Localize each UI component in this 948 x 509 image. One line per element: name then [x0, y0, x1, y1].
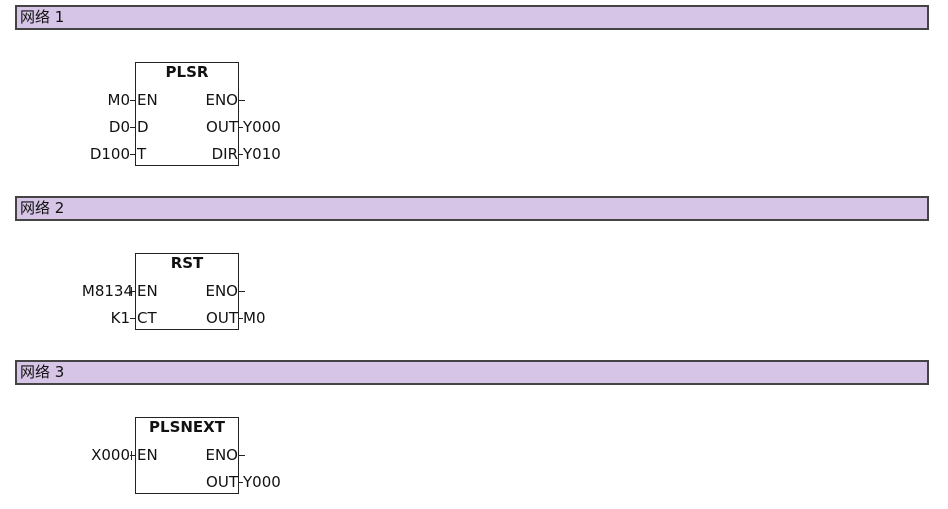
connector-line	[130, 127, 136, 128]
pin-out: OUT	[206, 473, 238, 491]
connector-line	[130, 318, 136, 319]
network-2-header[interactable]: 网络 2	[15, 196, 929, 221]
connector-line	[130, 455, 136, 456]
function-block-plsr[interactable]: PLSR EN ENO D OUT T DIR	[135, 62, 239, 166]
pin-ct: CT	[137, 309, 157, 327]
pin-out: OUT	[206, 118, 238, 136]
arg-out[interactable]: Y000	[243, 473, 281, 491]
network-1-header[interactable]: 网络 1	[15, 5, 929, 30]
connector-line	[239, 100, 245, 101]
pin-d: D	[137, 118, 149, 136]
pin-out: OUT	[206, 309, 238, 327]
pin-eno: ENO	[205, 282, 238, 300]
block-title: PLSNEXT	[149, 418, 225, 436]
connector-line	[130, 291, 136, 292]
pin-en: EN	[137, 91, 158, 109]
arg-out[interactable]: M0	[243, 309, 266, 327]
connector-line	[239, 127, 243, 128]
connector-line	[239, 318, 243, 319]
pin-dir: DIR	[211, 145, 238, 163]
arg-d[interactable]: D0	[108, 118, 130, 136]
pin-en: EN	[137, 446, 158, 464]
arg-en[interactable]: M0	[107, 91, 131, 109]
connector-line	[239, 482, 243, 483]
arg-t[interactable]: D100	[89, 145, 130, 163]
arg-ct[interactable]: K1	[110, 309, 130, 327]
connector-line	[130, 154, 136, 155]
network-1-label: 网络 1	[20, 8, 65, 26]
arg-en[interactable]: M8134	[81, 282, 133, 300]
connector-line	[239, 154, 243, 155]
network-3-label: 网络 3	[20, 363, 65, 381]
edge-contact-icon	[131, 287, 132, 296]
pin-en: EN	[137, 282, 158, 300]
arg-en[interactable]: X000	[91, 446, 130, 464]
edge-contact-icon	[131, 451, 132, 460]
arg-dir[interactable]: Y010	[243, 145, 281, 163]
connector-line	[130, 100, 136, 101]
connector-line	[239, 291, 245, 292]
connector-line	[239, 455, 245, 456]
network-2-label: 网络 2	[20, 199, 65, 217]
function-block-rst[interactable]: RST EN ENO CT OUT	[135, 253, 239, 330]
network-3-header[interactable]: 网络 3	[15, 360, 929, 385]
pin-eno: ENO	[205, 91, 238, 109]
pin-t: T	[137, 145, 147, 163]
block-title: RST	[170, 254, 204, 272]
pin-eno: ENO	[205, 446, 238, 464]
arg-out[interactable]: Y000	[243, 118, 281, 136]
function-block-plsnext[interactable]: PLSNEXT EN ENO OUT	[135, 417, 239, 494]
block-title: PLSR	[165, 63, 209, 81]
